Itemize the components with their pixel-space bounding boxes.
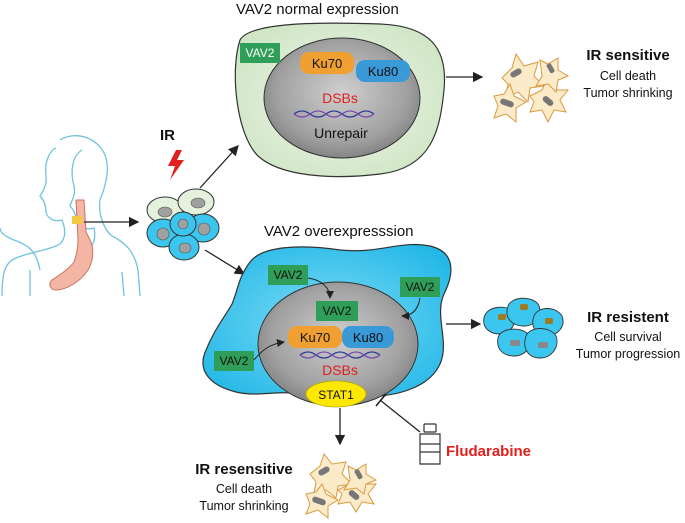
- drug-vial-icon: [419, 423, 441, 465]
- vav2-label-bottom-left: VAV2: [220, 354, 249, 368]
- vav2-label-normal: VAV2: [246, 46, 275, 60]
- dsbs-label-over: DSBs: [322, 362, 358, 378]
- normal-expression-title: VAV2 normal expression: [236, 1, 399, 18]
- ku80-label-over: Ku80: [353, 330, 383, 345]
- ir-resistent-line1: Cell survival: [594, 330, 661, 344]
- tumor-cell-cluster: [146, 188, 220, 261]
- arrow-vav2-into-nucleus-2: [401, 297, 421, 320]
- dna-helix-icon: [293, 110, 375, 118]
- ir-sensitive-title: IR sensitive: [586, 47, 669, 64]
- ir-resistent-title: IR resistent: [587, 309, 669, 326]
- ir-resensitive-line2: Tumor shrinking: [199, 499, 288, 513]
- ir-resensitive-line1: Cell death: [216, 482, 272, 496]
- arrow-vav2-into-nucleus-3: [253, 339, 285, 361]
- vav2-box-normal: [240, 43, 280, 63]
- ir-resensitive-title: IR resensitive: [195, 461, 293, 478]
- resistant-cells-icon: [483, 297, 564, 359]
- arrow-vav2-into-nucleus-1: [307, 277, 334, 299]
- vav2-box-top-left: [268, 265, 308, 285]
- ku80-label-normal: Ku80: [368, 64, 398, 79]
- stat1-label: STAT1: [318, 388, 354, 402]
- ir-label: IR: [160, 127, 175, 144]
- tumor-marker-icon: [72, 216, 82, 224]
- ir-resistent-line2: Tumor progression: [576, 347, 680, 361]
- human-silhouette-icon: [0, 135, 141, 297]
- inhibition-bar: [375, 393, 387, 407]
- ku70-label-normal: Ku70: [312, 56, 342, 71]
- stat1-ellipse: [305, 380, 367, 408]
- fludarabine-label: Fludarabine: [446, 443, 531, 460]
- arrow-to-normal: [199, 145, 239, 189]
- arrow-to-overexpression: [204, 249, 246, 275]
- stomach-icon: [49, 199, 94, 291]
- vav2-box-bottom-left: [214, 351, 254, 371]
- inhibition-line: [379, 399, 421, 433]
- dying-cells-icon: [493, 52, 570, 124]
- ku70-pill-over: [288, 326, 342, 348]
- unrepair-label: Unrepair: [314, 125, 368, 141]
- ku80-pill-over: [342, 326, 394, 348]
- vav2-box-top-right: [400, 277, 440, 297]
- vav2-label-center: VAV2: [323, 304, 352, 318]
- dying-cells-icon-bottom: [305, 452, 378, 520]
- vav2-label-top-left: VAV2: [274, 268, 303, 282]
- ku70-pill-normal: [300, 52, 354, 74]
- dsbs-label-normal: DSBs: [322, 90, 358, 106]
- ir-sensitive-line2: Tumor shrinking: [583, 86, 672, 100]
- lightning-icon: [168, 150, 184, 180]
- dna-helix-icon-over: [299, 351, 381, 359]
- ku80-pill-normal: [356, 60, 410, 82]
- overexpression-title: VAV2 overexpresssion: [264, 223, 414, 240]
- ir-sensitive-line1: Cell death: [600, 69, 656, 83]
- vav2-label-top-right: VAV2: [406, 280, 435, 294]
- ku70-label-over: Ku70: [300, 330, 330, 345]
- vav2-box-center: [316, 301, 358, 321]
